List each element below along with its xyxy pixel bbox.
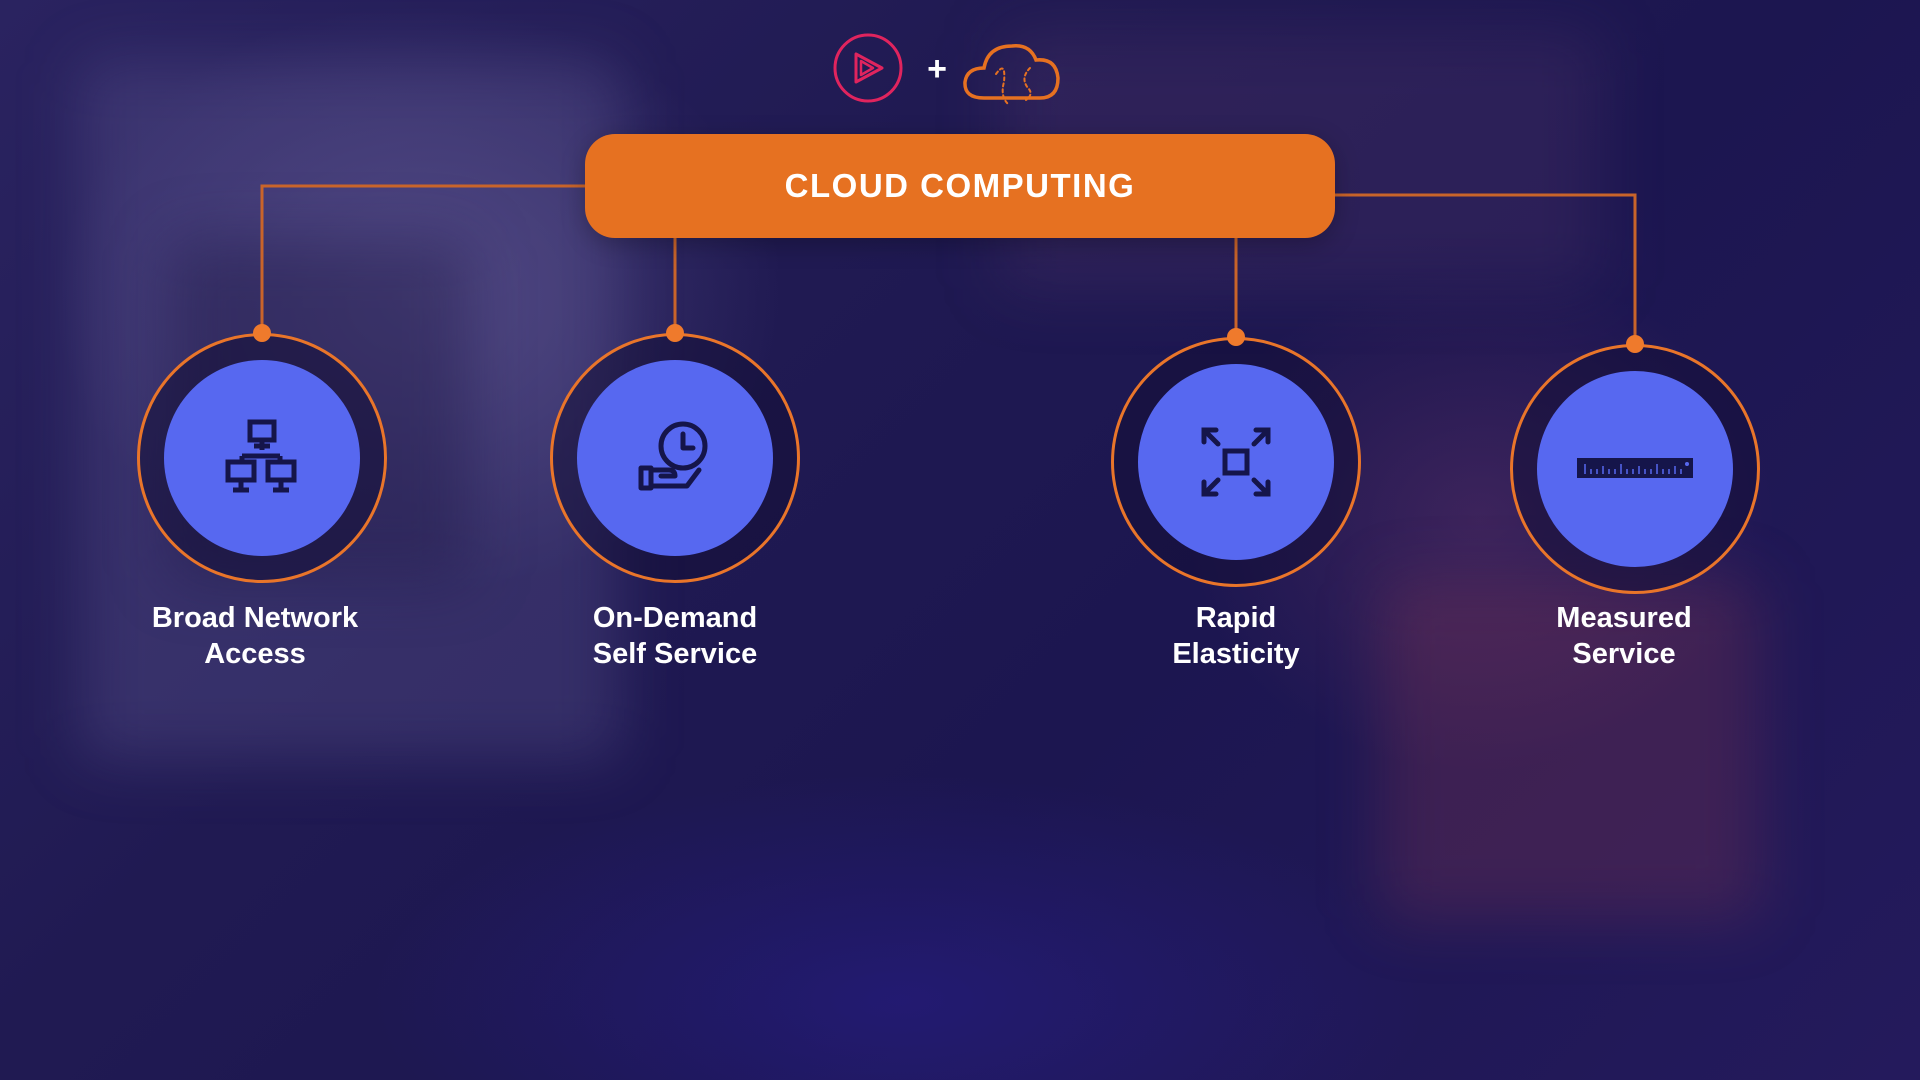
- label-line: Measured: [1556, 602, 1692, 634]
- connector-dot: [1626, 335, 1644, 353]
- title-text: CLOUD COMPUTING: [784, 167, 1136, 204]
- node-disc: [1138, 364, 1334, 560]
- label-line: On-Demand: [592, 602, 758, 634]
- node-broad-network-access: [137, 324, 387, 583]
- node-on-demand-self-service: [550, 324, 800, 583]
- expand-icon: [1201, 427, 1271, 497]
- plus-symbol: +: [927, 50, 947, 88]
- node-disc: [577, 360, 773, 556]
- node-disc: [1537, 371, 1733, 567]
- connector-dot: [253, 324, 271, 342]
- node-label-on-demand-self-service: On-Demand Self Service: [515, 600, 835, 672]
- label-line: Self Service: [592, 638, 758, 670]
- play-logo-icon: [833, 33, 903, 103]
- label-line: Access: [204, 638, 306, 670]
- connector-line: [1335, 193, 1637, 344]
- background-blur-shape: [1380, 580, 1760, 920]
- ruler-icon: [1577, 458, 1693, 478]
- connector-line: [260, 184, 585, 333]
- node-label-broad-network-access: Broad Network Access: [95, 600, 415, 672]
- clock-hand-icon: [638, 421, 708, 491]
- node-label-measured-service: Measured Service: [1464, 600, 1784, 672]
- label-line: Broad Network: [151, 602, 359, 634]
- node-label-rapid-elasticity: Rapid Elasticity: [1076, 600, 1396, 672]
- label-line: Elasticity: [1172, 638, 1300, 670]
- connector-dot: [666, 324, 684, 342]
- label-line: Service: [1572, 638, 1676, 670]
- node-rapid-elasticity: [1111, 328, 1361, 587]
- connector-dot: [1227, 328, 1245, 346]
- network-icon: [225, 419, 297, 493]
- node-disc: [164, 360, 360, 556]
- label-line: Rapid: [1195, 602, 1277, 634]
- title-banner: CLOUD COMPUTING: [585, 134, 1335, 238]
- header-logos: +: [830, 30, 1090, 106]
- node-measured-service: [1510, 335, 1760, 594]
- cloud-brain-icon: [963, 44, 1060, 105]
